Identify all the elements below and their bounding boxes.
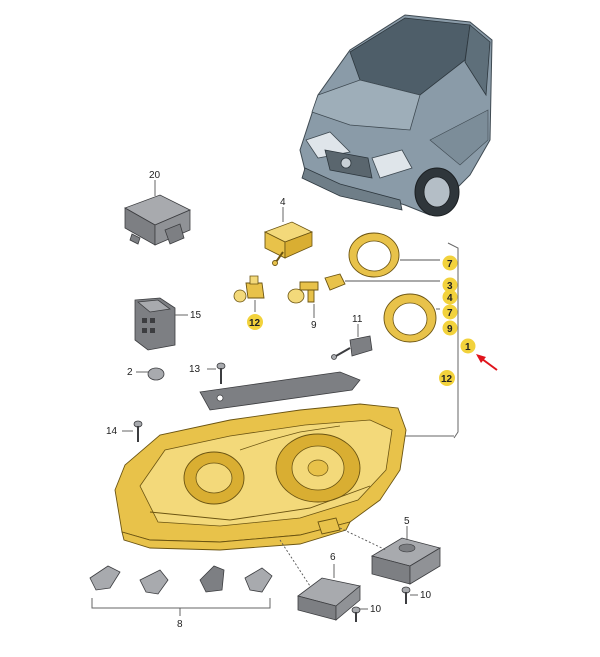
bracket-8 xyxy=(91,598,271,609)
callout-column-right: 7 3 4 7 9 xyxy=(442,255,458,336)
vehicle-illustration xyxy=(299,14,493,217)
part-10-screw-left[interactable] xyxy=(351,606,361,622)
part-7-seal-ring-lower[interactable] xyxy=(383,293,437,343)
marker-1 xyxy=(460,338,476,354)
callout-10-right: 10 xyxy=(420,590,432,601)
callout-8: 8 xyxy=(177,619,183,630)
pointer-arrow-head xyxy=(476,354,486,363)
part-7-seal-ring-upper[interactable] xyxy=(348,232,400,278)
headlight-housing[interactable] xyxy=(114,403,407,551)
part-20-control-unit[interactable] xyxy=(124,194,191,246)
leader-housing-6 xyxy=(279,539,311,587)
part-14-screw[interactable] xyxy=(133,420,143,442)
callout-9-left: 9 xyxy=(311,320,317,331)
callout-3: 3 xyxy=(447,281,453,292)
callout-15: 15 xyxy=(190,310,202,321)
callout-4-top: 4 xyxy=(280,197,286,208)
part-2-cap[interactable] xyxy=(147,367,165,381)
part-9-bulb[interactable] xyxy=(287,281,319,304)
part-13-screw[interactable] xyxy=(216,362,226,384)
marker-12-right xyxy=(439,370,455,386)
group-bracket xyxy=(447,242,459,439)
callout-1: 1 xyxy=(465,342,471,353)
part-5-ballast[interactable] xyxy=(370,537,442,585)
callout-12-right: 12 xyxy=(441,374,453,385)
part-12-bulb-holder[interactable] xyxy=(233,275,265,303)
callout-2: 2 xyxy=(127,367,133,378)
part-6-control-module[interactable] xyxy=(297,577,361,621)
callout-14: 14 xyxy=(106,426,118,437)
callout-11: 11 xyxy=(352,314,363,325)
callout-7-lower: 7 xyxy=(447,308,453,319)
part-11-xenon-bulb[interactable] xyxy=(331,335,373,360)
callout-10-left: 10 xyxy=(370,604,382,615)
callout-20: 20 xyxy=(149,170,161,181)
part-15-connector[interactable] xyxy=(134,297,176,351)
part-10-screw-right[interactable] xyxy=(401,586,411,604)
callout-13: 13 xyxy=(189,364,201,375)
callout-5: 5 xyxy=(404,516,410,527)
part-3-clip[interactable] xyxy=(324,273,346,291)
callout-12-top: 12 xyxy=(249,318,261,329)
callout-7-upper: 7 xyxy=(447,259,453,270)
callout-6: 6 xyxy=(330,552,336,563)
callout-4-right: 4 xyxy=(447,293,453,304)
mounting-bracket[interactable] xyxy=(199,371,361,411)
part-8-repair-brackets[interactable] xyxy=(89,565,273,595)
part-4-range-actuator[interactable] xyxy=(263,221,314,266)
marker-12-top xyxy=(247,314,263,330)
leader-housing-5 xyxy=(339,527,387,551)
callout-9-right: 9 xyxy=(447,324,453,335)
